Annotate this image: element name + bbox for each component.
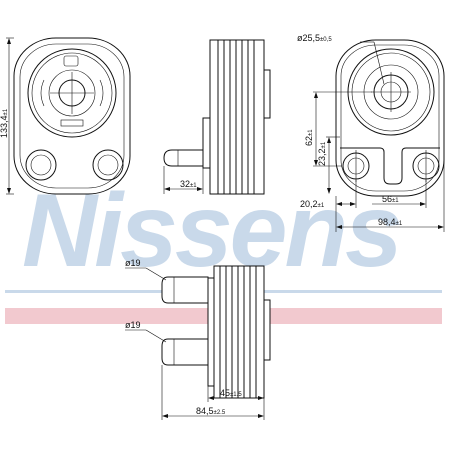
bottom-view: ø19 ø19 45±1.5 84,5±2.5 — [125, 258, 271, 420]
watermark: Nissens — [5, 173, 442, 324]
dim-62: 62±1 — [304, 129, 314, 146]
dim-98-4: 98,4±1 — [378, 217, 403, 227]
dim-top-diameter: ø25,5±0,5 — [297, 33, 332, 43]
dim-84-5: 84,5±2.5 — [196, 406, 226, 416]
dim-45: 45±1.5 — [220, 388, 242, 398]
watermark-text: Nissens — [22, 173, 400, 289]
dim-nipple-length: 32±1 — [180, 179, 197, 189]
dim-56: 56±1 — [382, 194, 399, 204]
dim-pipe-bottom: ø19 — [125, 320, 141, 330]
front-view: 133,4±1 — [0, 37, 131, 195]
dim-height-total: 133,4±1 — [0, 108, 9, 138]
back-view: ø25,5±0,5 62±1 23,2±1 20,2±1 56±1 98,4±1 — [297, 33, 445, 232]
dim-pipe-top: ø19 — [125, 258, 141, 268]
side-view: 32±1 — [163, 39, 271, 195]
dim-23-2: 23,2±1 — [317, 141, 327, 166]
dim-20-2: 20,2±1 — [300, 199, 325, 209]
